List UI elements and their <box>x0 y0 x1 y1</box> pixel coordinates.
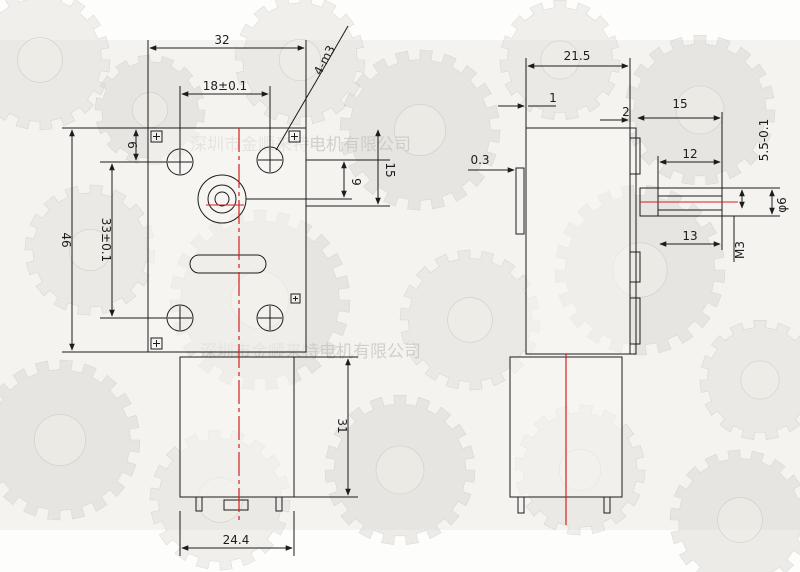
front-corner-screw-bl <box>150 337 163 350</box>
side-terminal-left <box>517 496 525 514</box>
label-motor-width: 24.4 <box>223 533 250 547</box>
gear-hub <box>740 360 780 400</box>
label-hole-vertical: 33±0.1 <box>99 218 113 262</box>
front-slot <box>189 254 267 274</box>
gear-hub <box>675 85 725 135</box>
gear-hub <box>17 37 63 83</box>
front-terminal-right <box>275 496 283 512</box>
label-d12: 12 <box>682 147 697 161</box>
side-tab-3 <box>629 297 641 345</box>
front-corner-screw-mr <box>290 293 301 304</box>
label-d2: 2 <box>622 105 630 119</box>
front-mount-hole-tr <box>256 146 284 174</box>
label-offset-15: 15 <box>383 162 397 177</box>
gear-hub <box>34 414 86 466</box>
label-width-32: 32 <box>214 33 229 47</box>
front-terminal-center <box>223 499 249 511</box>
front-mount-hole-bl <box>166 304 194 332</box>
gear-hub <box>447 297 493 343</box>
label-d03: 0.3 <box>470 153 489 167</box>
front-corner-screw-tl <box>150 130 163 143</box>
leader-4m3 <box>275 25 349 151</box>
label-flat: 5.5-0.1 <box>757 119 771 162</box>
label-offset-6: 6 <box>125 141 139 149</box>
side-tab-1 <box>629 137 641 175</box>
label-height-46: 46 <box>59 232 73 247</box>
label-d15: 15 <box>672 97 687 111</box>
gear-hub <box>540 40 580 80</box>
label-d1: 1 <box>549 91 557 105</box>
front-mount-hole-tl <box>166 148 194 176</box>
front-gearbox-body <box>147 127 307 353</box>
label-d13: 13 <box>682 229 697 243</box>
side-view <box>468 58 780 514</box>
front-corner-screw-tr <box>288 130 301 143</box>
front-view <box>62 25 390 556</box>
bottom-band <box>0 530 800 572</box>
side-gearbox-body <box>525 127 631 355</box>
front-terminal-left <box>195 496 203 512</box>
side-tab-2 <box>629 251 641 283</box>
label-total-width: 21.5 <box>564 49 591 63</box>
label-shaft-diameter: φ6 <box>775 197 789 213</box>
side-thin-plate <box>515 167 525 235</box>
label-hole-spacing: 18±0.1 <box>203 79 247 93</box>
top-band <box>0 0 800 40</box>
front-mount-hole-br <box>256 304 284 332</box>
side-terminal-right <box>603 496 611 514</box>
label-thread: M3 <box>733 241 747 259</box>
label-screw-holes: 4-m3 <box>311 43 338 77</box>
gear-hub <box>394 104 446 156</box>
gear-hub <box>375 445 425 495</box>
label-motor-length: 31 <box>335 418 349 433</box>
side-plate <box>629 127 637 355</box>
gear-hub <box>717 497 763 543</box>
label-offset-9: 9 <box>349 178 363 186</box>
front-motor-body <box>179 356 295 498</box>
